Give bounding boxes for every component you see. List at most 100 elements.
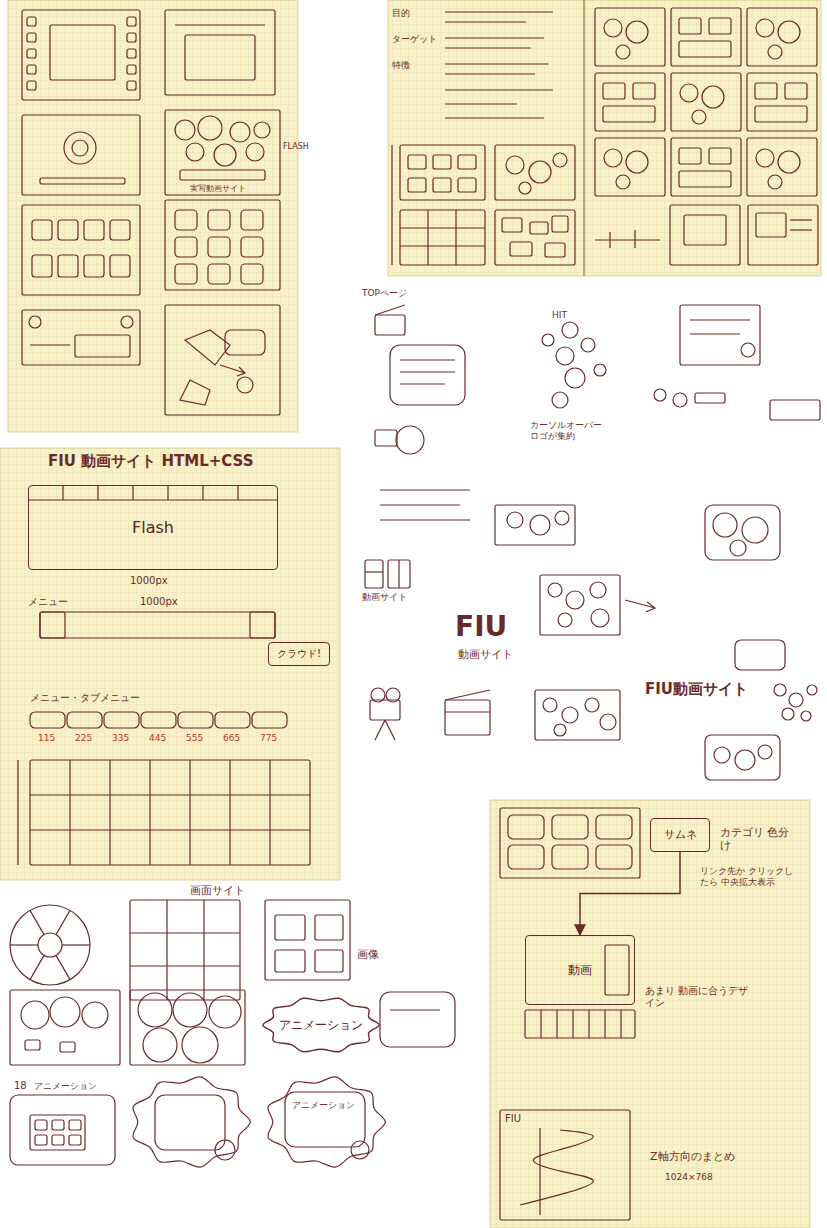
sketch-frame [30, 712, 65, 728]
sketch-frame [58, 220, 78, 240]
sketch-frame [380, 992, 455, 1047]
sketch-line [400, 359, 455, 360]
sketch-frame [495, 145, 575, 200]
sketch-stroke [133, 1077, 250, 1167]
sketch-frame [508, 845, 544, 869]
sketch-stroke [268, 1077, 385, 1167]
sketch-frame [510, 242, 532, 256]
sketch-frame [22, 115, 140, 195]
sketch-line [400, 383, 445, 384]
notebook-page [490, 800, 810, 1228]
sketch-line [455, 210, 456, 265]
sketch-circle [186, 143, 204, 161]
sketch-circle [626, 21, 648, 43]
sketch-circle [604, 149, 622, 167]
sketch-frame [75, 335, 130, 357]
sketch-circle [230, 122, 250, 142]
sketch-frame [141, 712, 176, 728]
sketch-frame [770, 400, 820, 420]
sketch-line [400, 227, 485, 228]
dimension-number: 115 [38, 733, 55, 744]
sketch-frame [27, 17, 36, 26]
video-player-box: 動画 [525, 935, 635, 1005]
sketch-line [445, 690, 490, 700]
sketch-circle [673, 393, 687, 407]
sketch-frame [265, 900, 350, 980]
sketch-circle [654, 389, 666, 401]
sketch-circle [616, 175, 630, 189]
sketch-line [380, 519, 470, 520]
sketch-frame [32, 255, 52, 277]
dimension-number: 335 [112, 733, 129, 744]
sketch-circle [562, 707, 578, 723]
sketch-frame [155, 1095, 225, 1150]
sketch-frame [22, 310, 140, 365]
sketch-line [130, 965, 240, 966]
sketch-circle [38, 933, 62, 957]
sketch-frame [785, 83, 807, 99]
sketch-circle [121, 316, 133, 328]
sketch-line [391, 145, 392, 265]
notebook-page [585, 0, 821, 276]
sketch-frame [175, 210, 197, 230]
sketch-circle [801, 711, 811, 721]
sketch-line [189, 760, 190, 865]
sketch-circle [565, 368, 585, 388]
sketch-line [380, 489, 470, 490]
sketch-frame [130, 900, 240, 1000]
sketch-frame [10, 1095, 115, 1165]
sketch-circle [519, 182, 531, 194]
sketch-circle [215, 1140, 235, 1160]
sketch-frame [679, 148, 701, 164]
sketch-circle [774, 684, 786, 696]
node-text: Flash [132, 518, 174, 537]
handwritten-note: 実写動画サイト [190, 184, 246, 194]
sketch-frame [208, 264, 230, 284]
notebook-page [8, 0, 298, 432]
handwritten-note: 目的 [392, 8, 410, 19]
handwritten-note: TOPページ [362, 288, 407, 299]
sketch-frame [32, 220, 52, 240]
sketch-line [30, 910, 44, 934]
node-text: クラウド! [277, 648, 321, 660]
sketch-frame [595, 73, 665, 131]
cloud-outline-path [263, 998, 379, 1052]
cloud-box: クラウド! [268, 642, 330, 666]
sketch-frame [458, 178, 476, 192]
dimension-number: 225 [75, 733, 92, 744]
sketch-line [445, 63, 549, 64]
logo-text: 動画サイト [458, 648, 513, 661]
handwritten-note: メニュー [28, 596, 68, 608]
sketch-stroke [185, 330, 230, 365]
notebook-page [388, 0, 584, 276]
sketch-frame [408, 155, 426, 169]
sketch-frame [208, 210, 230, 230]
sketch-circle [50, 997, 80, 1027]
sketch-frame [596, 845, 632, 869]
sketch-frame [680, 305, 760, 365]
sketch-frame [315, 950, 343, 972]
sketch-frame [370, 700, 400, 720]
sketch-line [390, 1009, 440, 1010]
sketch-circle [566, 591, 584, 609]
sketch-frame [400, 210, 485, 265]
sketch-frame [40, 612, 275, 638]
sketch-circle [585, 698, 599, 712]
sketch-line [604, 1010, 605, 1038]
sketch-frame [250, 612, 275, 638]
sketch-line [380, 504, 460, 505]
sketch-frame [755, 106, 807, 122]
sketch-line [109, 760, 110, 865]
sketch-frame [50, 25, 115, 80]
sketch-frame [241, 210, 263, 230]
sketch-circle [371, 688, 385, 702]
sketch-frame [84, 255, 104, 277]
sketch-line [62, 485, 63, 500]
sketch-circle [246, 143, 264, 161]
sketch-circle [182, 1027, 218, 1063]
sketch-line [166, 900, 167, 1000]
sketch-frame [110, 220, 130, 240]
sketch-line [30, 955, 44, 979]
sketch-line [620, 1010, 621, 1038]
